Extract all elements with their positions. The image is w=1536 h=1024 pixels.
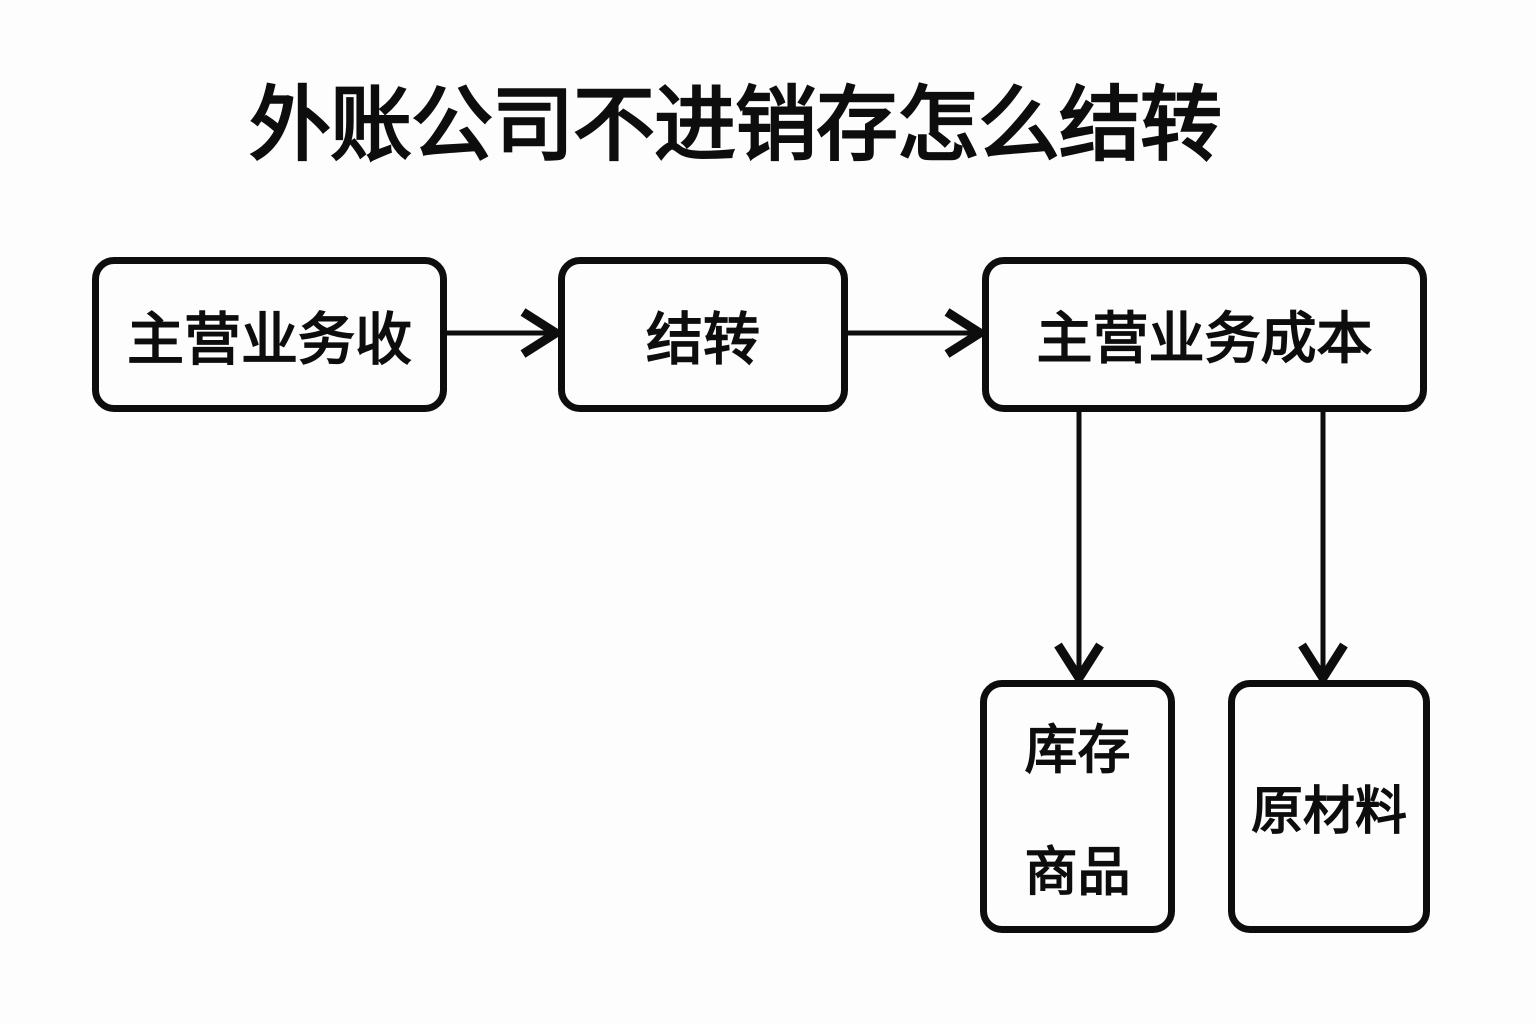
node-carry-forward-label: 结转 <box>646 306 760 373</box>
node-main-business-revenue: 主营业务收 <box>92 257 447 412</box>
arrow-carry-forward-to-cost <box>846 308 989 358</box>
node-carry-forward: 结转 <box>558 257 848 412</box>
node-inventory-goods-label-line2: 商品 <box>1024 841 1131 903</box>
node-inventory-goods-label-line1: 库存 <box>1024 719 1131 781</box>
node-main-business-cost-label: 主营业务成本 <box>1036 307 1373 372</box>
node-raw-materials-label: 原材料 <box>1250 782 1407 842</box>
node-main-business-cost: 主营业务成本 <box>982 257 1427 412</box>
arrow-revenue-to-carry-forward <box>445 308 565 358</box>
node-main-business-revenue-label: 主营业务收 <box>127 306 412 373</box>
arrow-cost-to-inventory-goods <box>1054 410 1104 687</box>
node-raw-materials: 原材料 <box>1228 680 1430 933</box>
diagram-title: 外账公司不进销存怎么结转 <box>248 78 1222 173</box>
arrow-cost-to-raw-materials <box>1298 410 1348 687</box>
node-inventory-goods: 库存 商品 <box>980 680 1175 933</box>
